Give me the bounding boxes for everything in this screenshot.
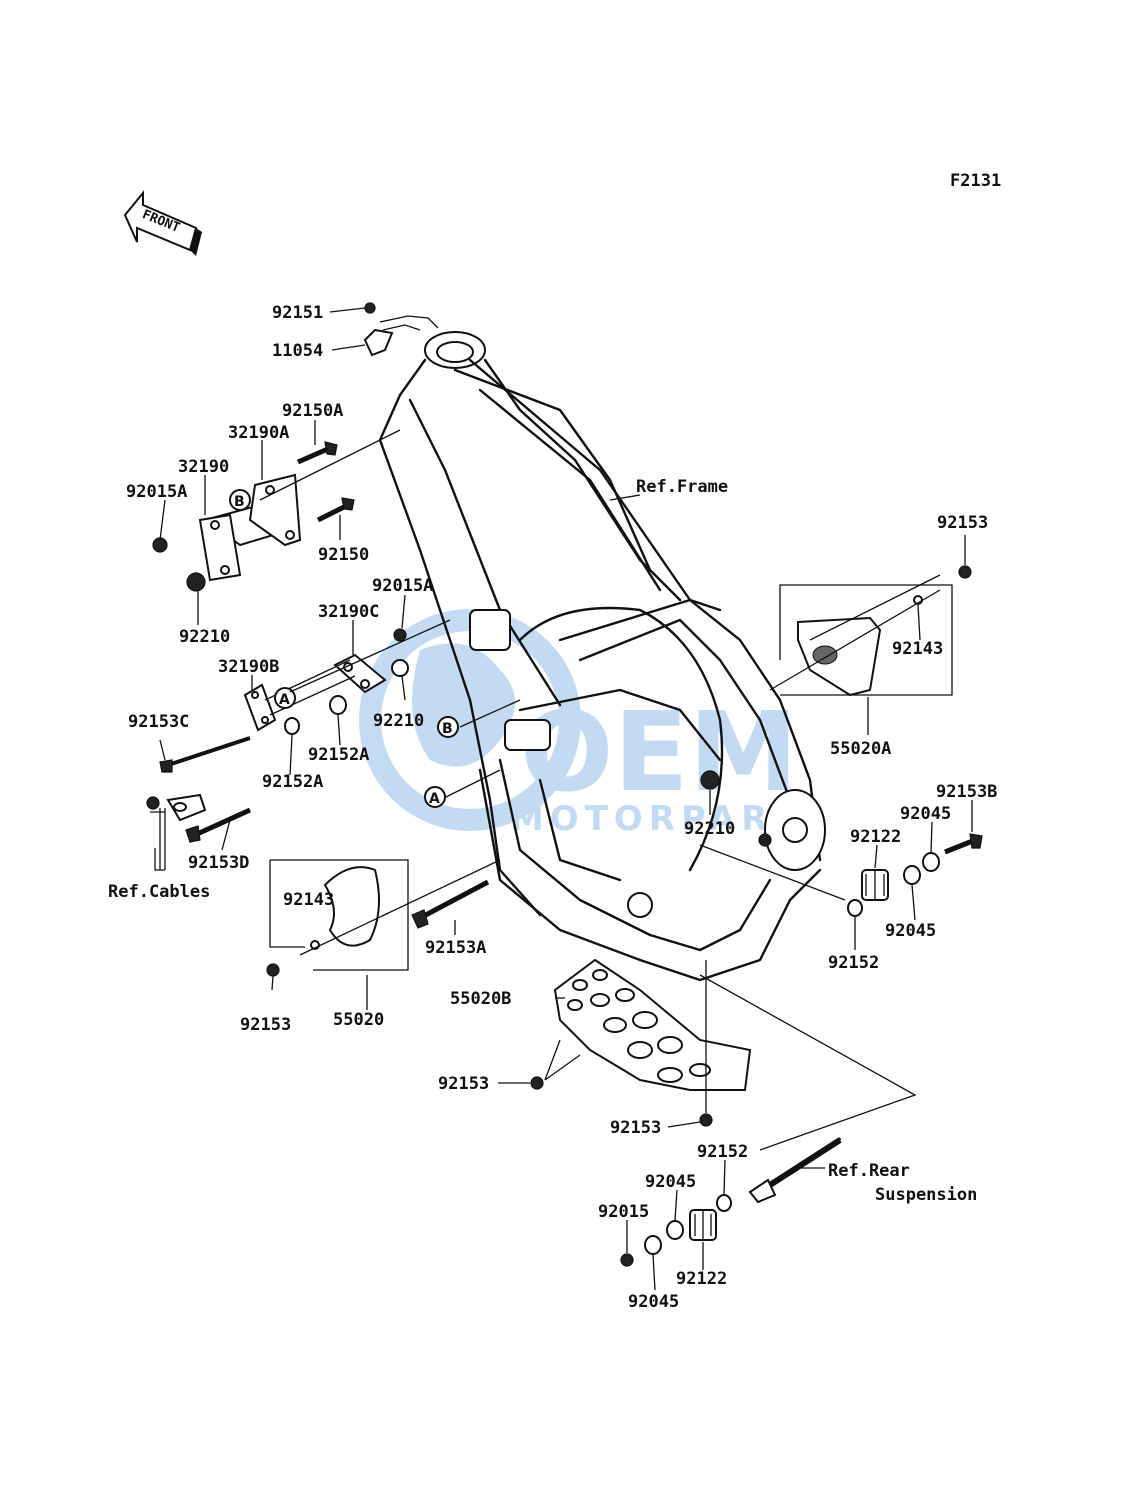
marker-a-frame: A [429,791,440,807]
label-55020: 55020 [333,1010,384,1030]
label-92045-d: 92045 [628,1292,679,1312]
bolt-92150 [316,497,355,523]
frame-outline [378,331,826,982]
front-arrow-icon: FRONT [123,190,202,256]
marker-b-frame-ring [437,716,459,738]
label-92152A-b: 92152A [262,772,323,792]
label-92153A: 92153A [425,938,486,958]
label-92122-top: 92122 [850,827,901,847]
label-11054: 11054 [272,341,323,361]
watermark-oem: OEM [520,688,798,816]
ref-rear-suspension-1: Ref.Rear [828,1161,910,1181]
cable-guide [146,793,207,822]
label-92153D: 92153D [188,853,249,873]
bearing-92045-a [922,852,940,872]
label-92152-top: 92152 [828,953,879,973]
collar-92122-top [861,869,889,901]
label-92122-bottom: 92122 [676,1269,727,1289]
label-92153C: 92153C [128,712,189,732]
label-92143-left: 92143 [283,890,334,910]
label-92153-skid-1: 92153 [438,1074,489,1094]
label-92210-frame: 92210 [684,819,735,839]
label-92210-middle: 92210 [373,711,424,731]
bolt-92153D [185,807,252,843]
nut-92015 [620,1253,634,1267]
frame-guard-left [266,859,409,977]
leader-lines [150,307,973,1291]
label-92150A: 92150A [282,401,343,421]
figure-code: F2131 [950,171,1001,191]
bearing-92045-b [903,865,921,885]
label-55020A: 55020A [830,739,891,759]
ref-cables: Ref.Cables [108,882,210,902]
label-55020B: 55020B [450,989,511,1009]
bolt-92153-skid-2 [699,1113,713,1127]
marker-b-frame: B [442,721,453,737]
frame-guard-right [779,565,972,697]
label-32190: 32190 [178,457,229,477]
bearing-92045-d [644,1235,662,1255]
ref-rear-suspension-2: Suspension [875,1185,977,1205]
ref-frame: Ref.Frame [636,477,728,497]
bolt-92153-skid-1 [530,1076,544,1090]
nut-92015A-upper [152,537,168,553]
label-92153-left: 92153 [240,1015,291,1035]
label-92143-right: 92143 [892,639,943,659]
marker-a-frame-ring [424,786,446,808]
label-92153-skid-2: 92153 [610,1118,661,1138]
bearing-92045-c [666,1220,684,1240]
label-92210-upper: 92210 [179,627,230,647]
label-92153-right: 92153 [937,513,988,533]
label-92045-c: 92045 [645,1172,696,1192]
washer-92152-b [716,1194,732,1212]
label-32190C: 32190C [318,602,379,622]
bolt-92153C [159,736,251,773]
label-92045-a: 92045 [900,804,951,824]
label-92153B: 92153B [936,782,997,802]
nut-92210-frame [700,770,720,790]
skid-plate [553,958,752,1091]
label-92045-b: 92045 [885,921,936,941]
marker-b-upper: B [234,494,245,510]
label-92015A-upper: 92015A [126,482,187,502]
label-92152A-a: 92152A [308,745,369,765]
pivot-shaft [748,1137,842,1204]
cable-holder-top [363,302,439,357]
collar-92122-bottom [689,1209,717,1241]
label-92015: 92015 [598,1202,649,1222]
label-32190B: 32190B [218,657,279,677]
engine-mount-middle: A [243,628,409,735]
label-92150: 92150 [318,545,369,565]
label-92015A-middle: 92015A [372,576,433,596]
engine-mount-upper: B [198,473,302,582]
nut-92210-upper [186,572,206,592]
bolt-92153A [411,879,490,929]
marker-a-left: A [279,692,290,708]
bolt-92153B [944,833,983,855]
label-32190A: 32190A [228,423,289,443]
label-92151: 92151 [272,303,323,323]
label-92152-bottom: 92152 [697,1142,748,1162]
washer-92152-a [847,899,863,917]
bolt-92150A [296,441,338,465]
